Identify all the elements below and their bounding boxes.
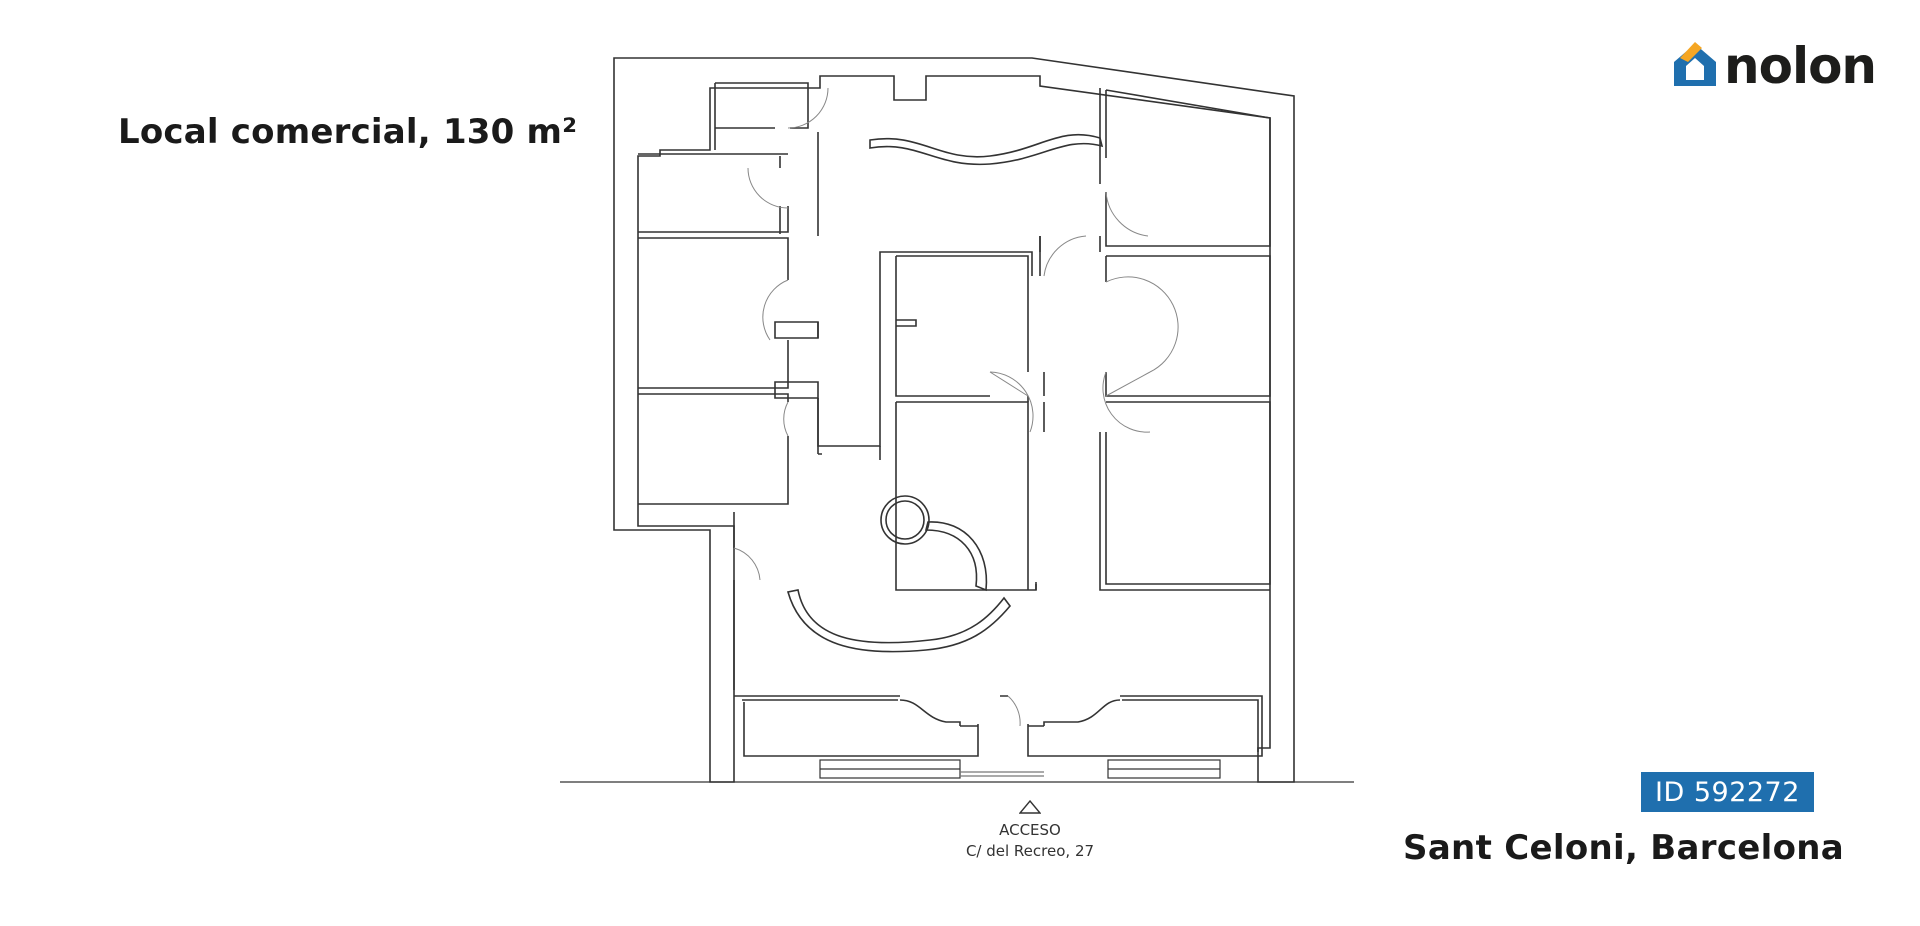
plan-curved-partition bbox=[924, 521, 988, 592]
brand-logo[interactable]: nolon bbox=[1672, 37, 1877, 95]
brand-name: nolon bbox=[1724, 37, 1877, 95]
access-label-block: ACCESO C/ del Recreo, 27 bbox=[945, 798, 1115, 862]
listing-location: Sant Celoni, Barcelona bbox=[1403, 828, 1844, 868]
house-icon bbox=[1672, 40, 1718, 92]
plan-curved-desk bbox=[786, 589, 1012, 653]
access-label: ACCESO bbox=[999, 821, 1061, 839]
plan-wavy-partition bbox=[869, 133, 1104, 166]
plan-room-center-upper bbox=[895, 255, 1029, 402]
plan-room-top-left bbox=[715, 82, 809, 129]
plan-room-left-2 bbox=[638, 237, 789, 389]
plan-room-right-top bbox=[1105, 89, 1271, 247]
plan-room-left-1 bbox=[638, 153, 789, 233]
page-title: Local comercial, 130 m² bbox=[118, 112, 578, 152]
plan-room-right-mid bbox=[1105, 255, 1271, 397]
access-address: C/ del Recreo, 27 bbox=[965, 842, 1095, 860]
triangle-up-icon bbox=[1018, 799, 1042, 818]
plan-front-room bbox=[734, 695, 1263, 757]
plan-outer-wall bbox=[613, 57, 1295, 783]
plan-room-right-lower bbox=[1105, 401, 1271, 585]
plan-column bbox=[880, 495, 930, 545]
plan-room-left-3 bbox=[638, 393, 789, 505]
listing-id-badge: ID 592272 bbox=[1641, 772, 1814, 812]
